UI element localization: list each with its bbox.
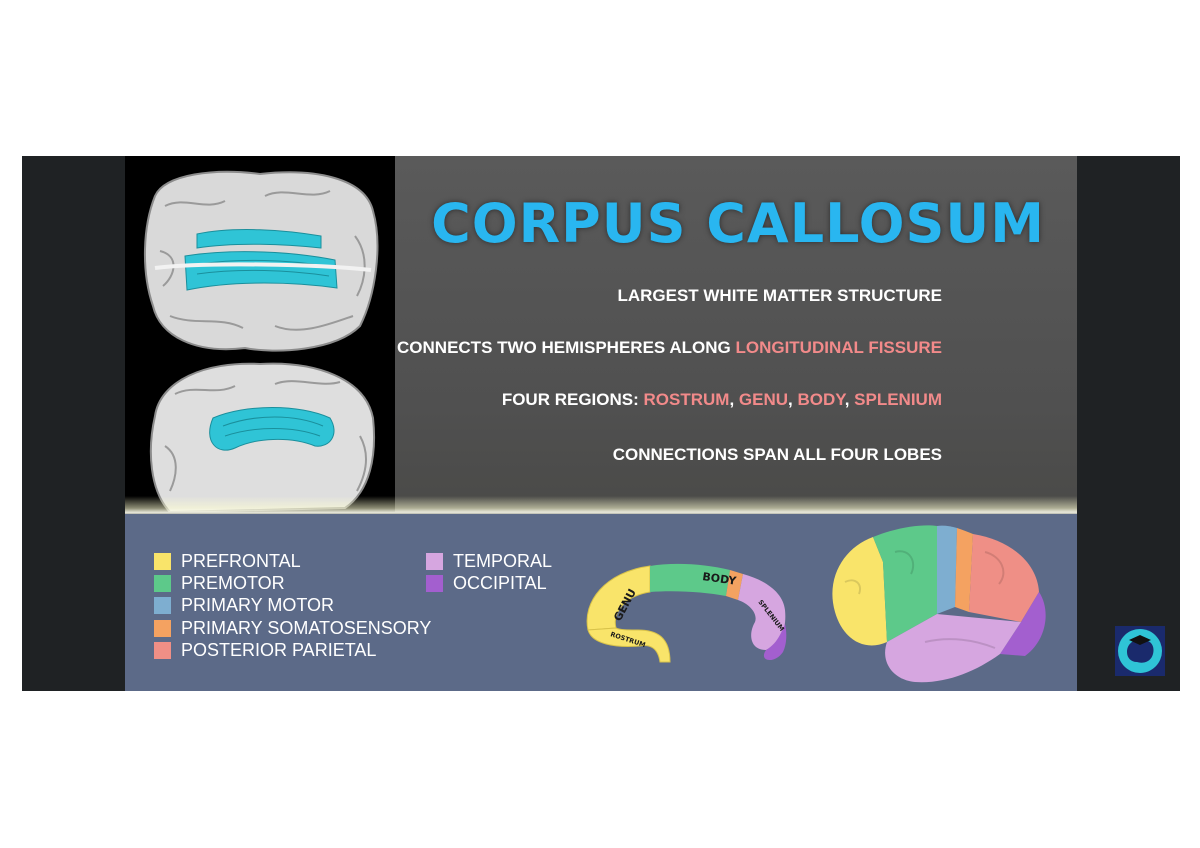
lobe-primary-somatosensory <box>955 528 973 612</box>
region-separator: , <box>729 390 739 409</box>
fact-connects: CONNECTS TWO HEMISPHERES ALONG LONGITUDI… <box>397 338 942 358</box>
legend-label: TEMPORAL <box>453 551 553 571</box>
legend-label: PRIMARY SOMATOSENSORY <box>181 618 432 638</box>
region-splenium: SPLENIUM <box>854 390 942 409</box>
brain-photo-panel <box>125 156 395 514</box>
fact-lobes: CONNECTIONS SPAN ALL FOUR LOBES <box>613 445 942 465</box>
fact-largest: LARGEST WHITE MATTER STRUCTURE <box>617 286 942 306</box>
callosum-splenium-occipital <box>763 624 787 661</box>
legend-label: POSTERIOR PARIETAL <box>181 640 377 660</box>
legend-swatch <box>154 575 171 592</box>
divider-glow <box>125 496 1077 518</box>
brain-lobes-diagram <box>832 525 1046 683</box>
brain-dissection-illustration <box>143 170 379 514</box>
lobe-premotor <box>873 525 937 642</box>
callosum-rostrum <box>587 627 671 663</box>
legend-swatch <box>426 575 443 592</box>
region-genu: GENU <box>738 390 789 409</box>
region-rostrum: ROSTRUM <box>643 390 730 409</box>
legend-label: OCCIPITAL <box>453 573 547 593</box>
region-body: BODY <box>797 390 845 409</box>
corpus-callosum-diagram: GENU BODY ROSTRUM SPLENIUM <box>586 563 787 663</box>
legend-swatch <box>154 642 171 659</box>
lobe-occipital <box>1000 592 1046 656</box>
region-separator: , <box>788 390 798 409</box>
region-separator: , <box>844 390 855 409</box>
callosum-label-body: BODY <box>702 570 739 588</box>
slide-title: CORPUS CALLOSUM <box>431 192 1045 255</box>
legend-label: PREMOTOR <box>181 573 285 593</box>
brain-medial-view <box>149 362 376 514</box>
legend-label: PREFRONTAL <box>181 551 301 571</box>
lobe-posterior-parietal <box>969 534 1039 622</box>
callosum-genu <box>586 565 651 631</box>
callosum-splenium <box>738 574 786 650</box>
lobe-prefrontal <box>832 537 887 646</box>
fact-connects-highlight: LONGITUDINAL FISSURE <box>735 338 942 357</box>
callosum-body-mid <box>726 570 743 600</box>
brain-superior-view <box>143 170 379 352</box>
callosum-body-anterior <box>650 563 730 596</box>
bottom-panel: PREFRONTAL PREMOTOR PRIMARY MOTOR PRIMAR… <box>125 514 1077 691</box>
lobe-temporal <box>885 614 1021 683</box>
fact-regions-prefix: FOUR REGIONS: <box>501 390 644 409</box>
fact-regions: FOUR REGIONS: ROSTRUM, GENU, BODY, SPLEN… <box>502 390 942 410</box>
lobe-primary-motor <box>937 525 957 614</box>
fact-lobes-text: CONNECTIONS SPAN ALL FOUR LOBES <box>612 445 942 464</box>
top-panel: CORPUS CALLOSUM LARGEST WHITE MATTER STR… <box>125 156 1077 514</box>
fact-connects-text: CONNECTS TWO HEMISPHERES ALONG <box>397 338 736 357</box>
legend-swatch <box>154 553 171 570</box>
legend-swatch <box>154 597 171 614</box>
legend-swatch <box>426 553 443 570</box>
legend-swatch <box>154 620 171 637</box>
fact-largest-text: LARGEST WHITE MATTER STRUCTURE <box>617 286 942 305</box>
slide: CORPUS CALLOSUM LARGEST WHITE MATTER STR… <box>22 156 1180 691</box>
channel-logo-icon <box>1115 626 1165 676</box>
legend-label: PRIMARY MOTOR <box>181 595 335 615</box>
